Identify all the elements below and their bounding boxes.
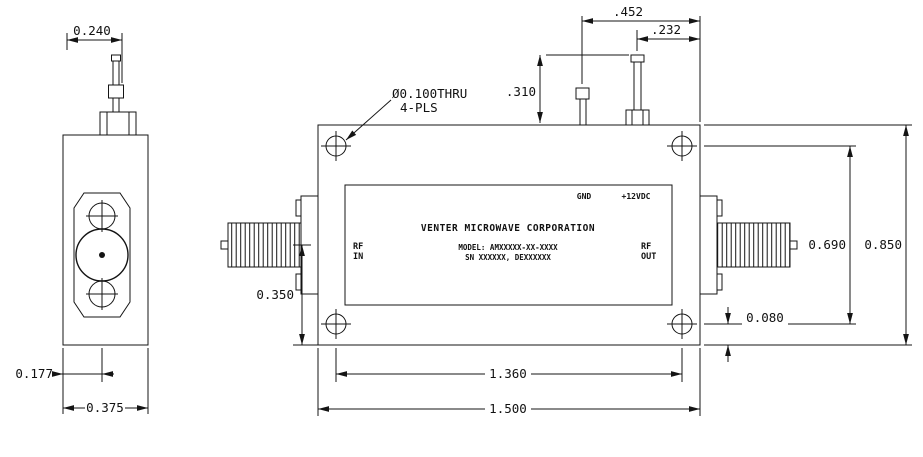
gnd-label: GND: [577, 192, 592, 201]
side-view: 0.240 0.177 0.375: [15, 23, 149, 415]
dim-pin-width: 0.240: [66, 23, 123, 83]
coax-center-pin: [99, 252, 105, 258]
rf-output-connector: [699, 195, 798, 295]
dim-hole-edge-offset-label: 0.080: [746, 310, 784, 325]
sma-threads-left: [227, 222, 302, 268]
flange-screw-bottom-icon: [86, 278, 118, 310]
hole-callout-places-label: 4-PLS: [400, 100, 438, 115]
hole-callout: Ø0.100THRU 4-PLS: [345, 86, 467, 141]
dim-conn-offset: 0.350: [256, 244, 318, 346]
dim-pin1-label: .452: [613, 4, 643, 19]
dim-top-body-width-label: 1.500: [489, 401, 527, 416]
dim-pin-height-label: .310: [506, 84, 536, 99]
dim-holes-horizontal: 1.360: [335, 348, 683, 382]
dim-side-body-width: 0.375: [63, 348, 149, 415]
rf-out-label-line1: RF: [641, 242, 651, 252]
dim-top-body-width: 1.500: [317, 348, 701, 417]
dim-pin2-label: .232: [651, 22, 681, 37]
dim-body-height: 0.850: [704, 124, 912, 346]
dim-pin-height: .310: [506, 54, 629, 123]
serial-number: SN XXXXXX, DEXXXXXX: [465, 253, 551, 262]
gnd-pin: [575, 87, 590, 126]
flange-screw-top-icon: [86, 200, 118, 232]
side-view-body-outline: [62, 134, 149, 346]
top-view-body-outline: [317, 124, 701, 346]
dim-center-offset-label: 0.177: [15, 366, 53, 381]
dim-pin1-from-edge: .452: [581, 4, 701, 122]
company-name: VENTER MICROWAVE CORPORATION: [421, 223, 595, 234]
mounting-hole-top-left: [321, 131, 351, 161]
dim-conn-offset-label: 0.350: [256, 287, 294, 302]
hole-callout-dia-label: Ø0.100THRU: [392, 86, 467, 101]
label-plate: [344, 184, 673, 306]
label-texts: GND +12VDC VENTER MICROWAVE CORPORATION …: [353, 192, 656, 262]
dim-holes-horizontal-label: 1.360: [489, 366, 527, 381]
dim-pin2-from-edge: .232: [636, 22, 700, 51]
model-number: MODEL: AMXXXXX-XX-XXXX: [458, 243, 558, 252]
top-view: GND +12VDC VENTER MICROWAVE CORPORATION …: [220, 4, 912, 417]
dim-pin-width-label: 0.240: [73, 23, 111, 38]
side-view-connector-face: [73, 192, 131, 318]
sma-threads-right: [716, 222, 791, 268]
mounting-hole-bottom-right: [667, 309, 697, 339]
dim-holes-vertical-label: 0.690: [808, 237, 846, 252]
dim-holes-vertical: 0.690: [704, 145, 856, 325]
coax-barrel-circle: [75, 228, 129, 282]
supply-label: +12VDC: [622, 192, 651, 201]
dc-pins: [575, 54, 650, 126]
mounting-hole-top-right: [667, 131, 697, 161]
connector-flange-outline: [73, 192, 131, 318]
dim-body-height-label: 0.850: [864, 237, 902, 252]
dim-side-body-width-label: 0.375: [86, 400, 124, 415]
mounting-holes: [321, 131, 697, 339]
rf-in-label-line2: IN: [353, 252, 363, 262]
dim-center-offset: 0.177: [15, 348, 114, 414]
rf-in-label-line1: RF: [353, 242, 363, 252]
supply-pin: [625, 54, 650, 126]
side-view-pin: [99, 54, 137, 136]
dim-hole-edge-offset: 0.080: [725, 307, 788, 362]
mounting-hole-bottom-left: [321, 309, 351, 339]
rf-out-label-line2: OUT: [641, 252, 656, 262]
